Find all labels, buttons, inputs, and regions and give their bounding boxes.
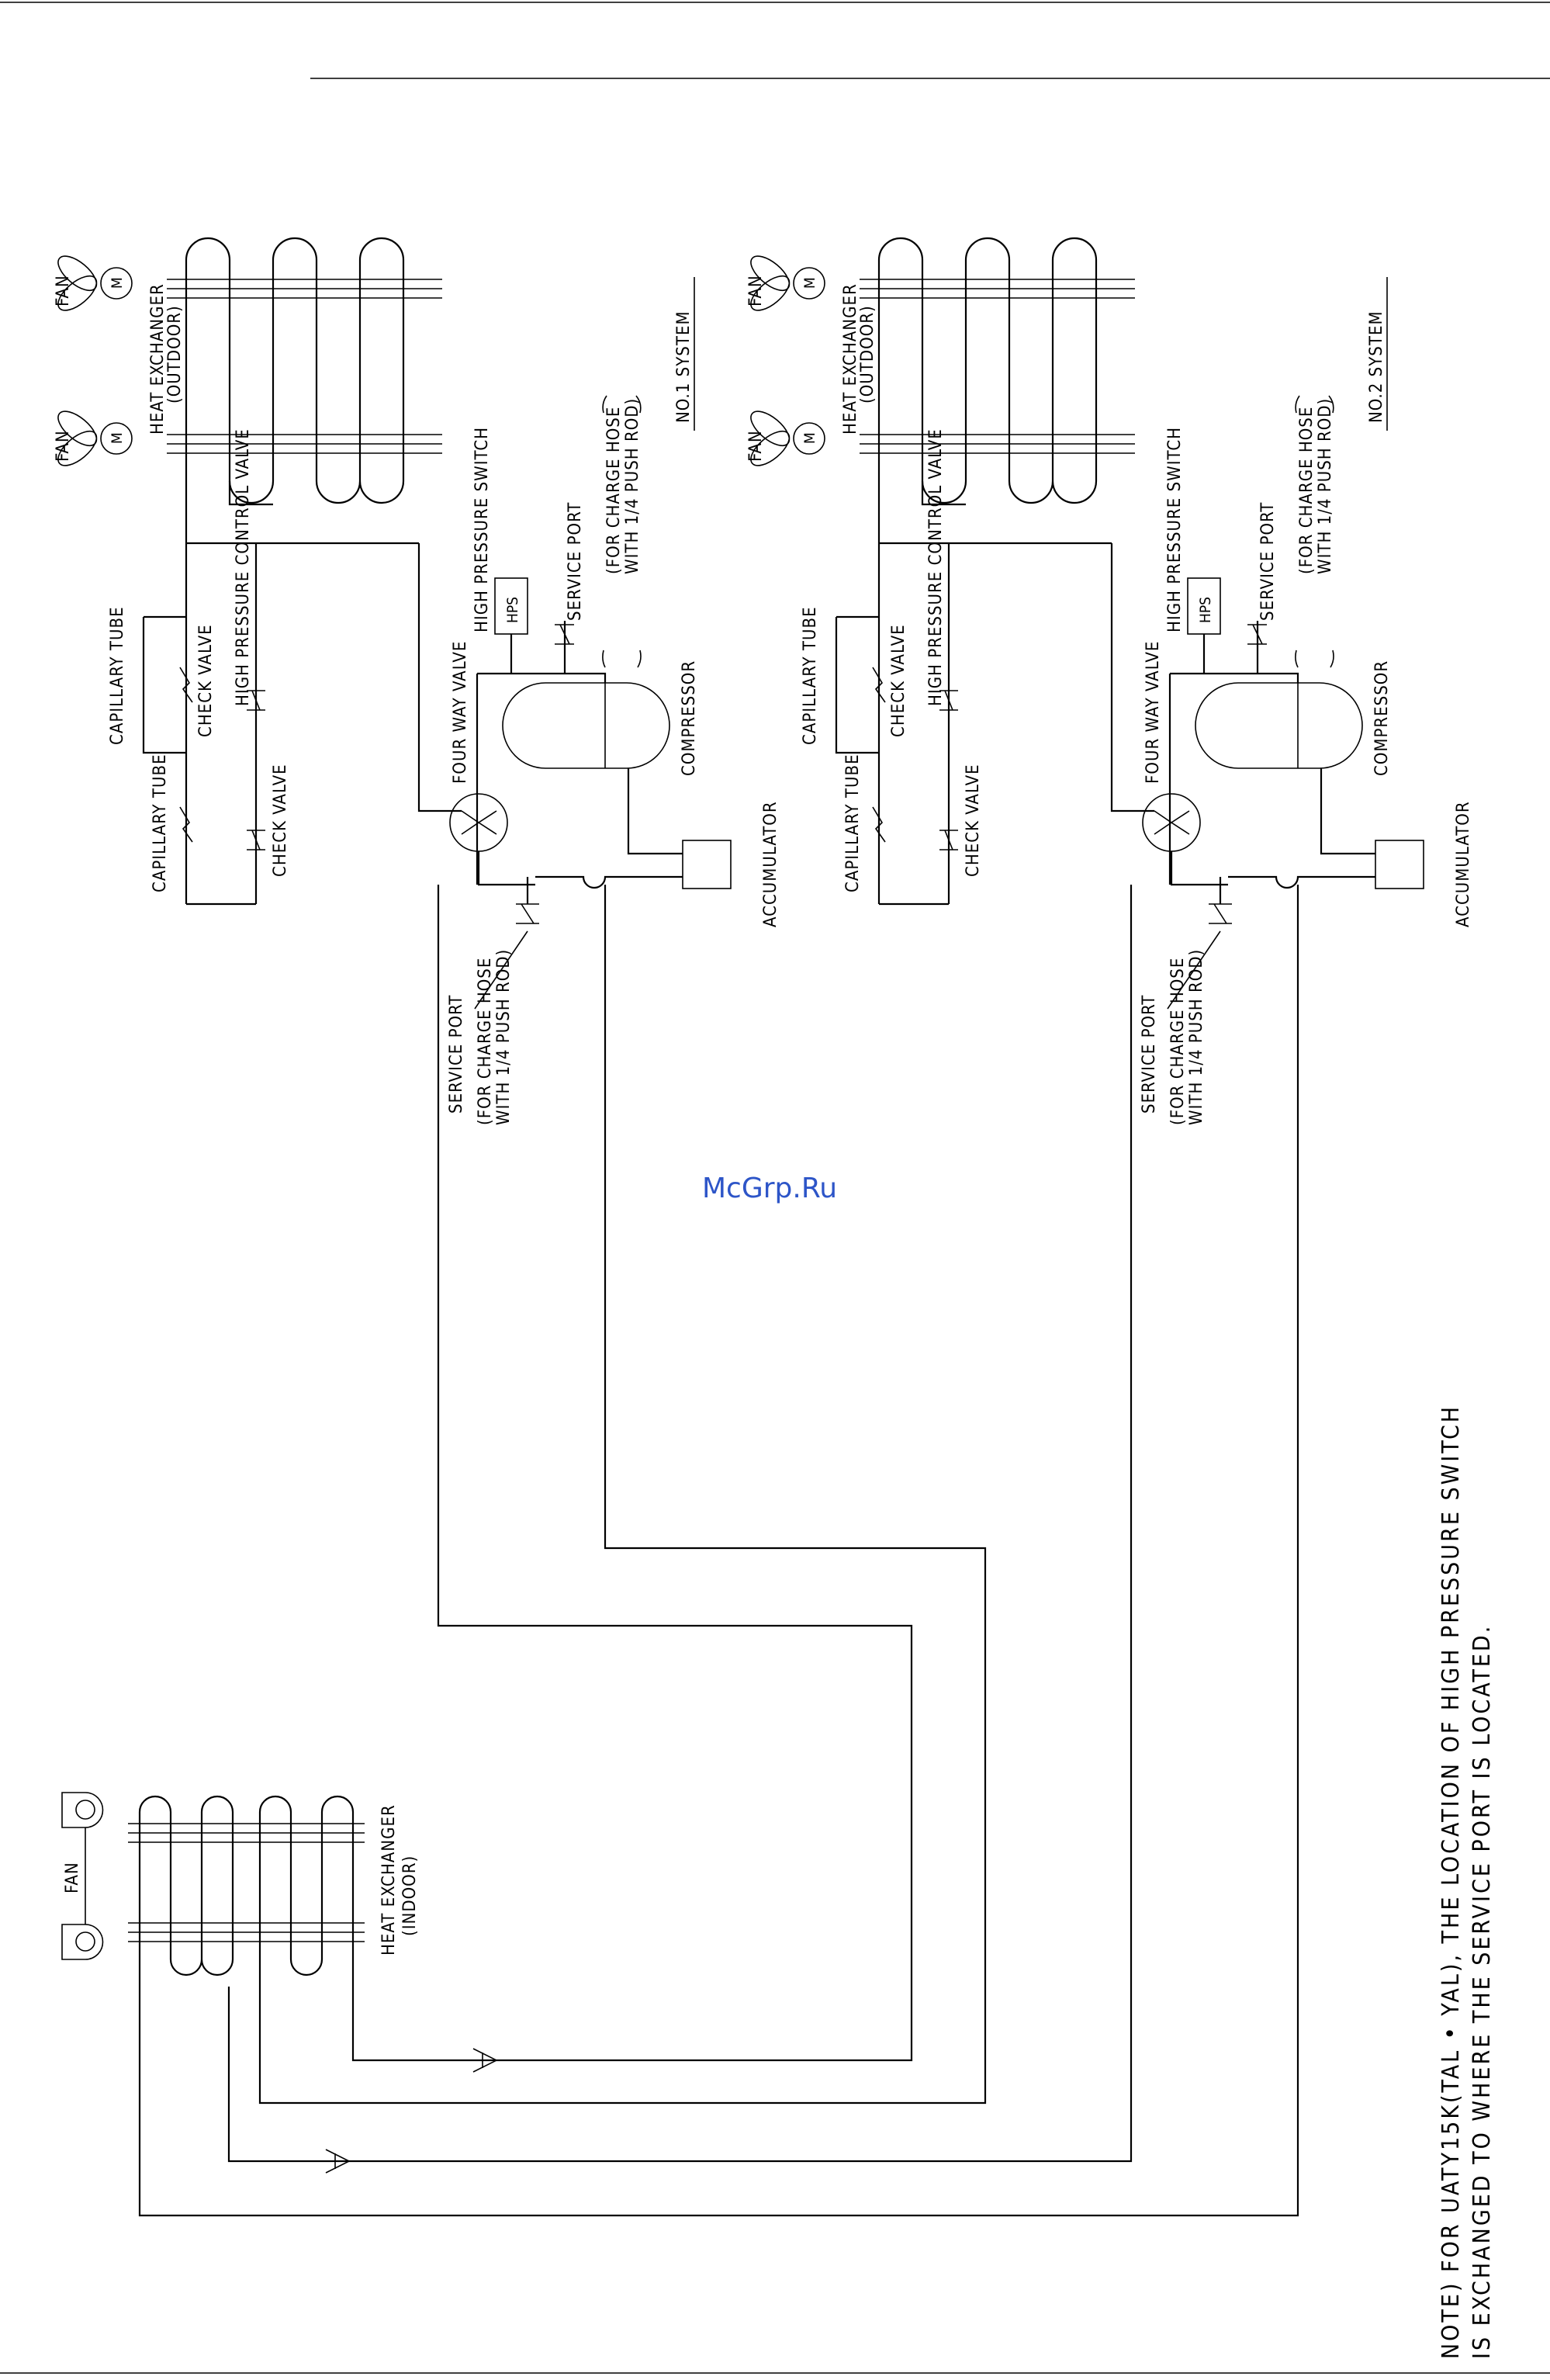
high-pressure-switch-label: HIGH PRESSURE SWITCH [1165, 427, 1185, 632]
check-valve-label: CHECK VALVE [889, 624, 908, 737]
compressor [502, 682, 670, 769]
motor-label: M [109, 432, 126, 444]
motor-label: M [801, 432, 818, 444]
check-valve-label: CHECK VALVE [196, 624, 216, 737]
accumulator [1375, 840, 1424, 889]
heat-exchanger-label: HEAT EXCHANGER [148, 283, 168, 435]
charge-hose-label: (FOR CHARGE HOSE [476, 958, 495, 1125]
fan-label: FAN [63, 1862, 82, 1893]
check-valve-label: CHECK VALVE [271, 764, 290, 877]
interconnect-pipes [138, 885, 1299, 2217]
heat-exchanger-label: HEAT EXCHANGER [841, 283, 860, 435]
system-heading: NO.1 SYSTEM [674, 310, 694, 423]
watermark: McGrp.Ru [702, 1173, 837, 1204]
motor-label: M [801, 277, 818, 289]
motor-icon [100, 422, 133, 455]
check-valve-label: CHECK VALVE [964, 764, 983, 877]
service-port-label: SERVICE PORT [1140, 995, 1159, 1114]
motor-icon [100, 267, 133, 300]
indoor-heat-exchanger [128, 1795, 365, 1987]
accumulator [682, 840, 732, 889]
outdoor-heat-exchanger [167, 237, 442, 904]
note-line-2: IS EXCHANGED TO WHERE THE SERVICE PORT I… [1469, 1624, 1496, 2359]
hps-label: HPS [1197, 597, 1214, 623]
heat-exchanger-sub-label: (OUTDOOR) [858, 305, 877, 404]
service-port-label: SERVICE PORT [447, 995, 466, 1114]
note-line-1: NOTE) FOR UATY15K(TAL • YAL), THE LOCATI… [1438, 1405, 1465, 2359]
fan-label: FAN [54, 430, 73, 462]
charge-hose-label: (FOR CHARGE HOSE [604, 407, 624, 574]
compressor [1195, 682, 1363, 769]
high-pressure-control-valve-label: HIGH PRESSURE CONTROL VALVE [926, 428, 946, 706]
charge-hose-label: WITH 1/4 PUSH ROD) [623, 398, 642, 574]
compressor-label: COMPRESSOR [1372, 660, 1392, 776]
compressor-label: COMPRESSOR [680, 660, 699, 776]
hps-label: HPS [504, 597, 521, 623]
fan-icon [61, 1924, 104, 1960]
heat-exchanger-label: HEAT EXCHANGER [379, 1804, 399, 1956]
indoor-unit: FAN HEAT EXCHANGER (INDOOR) [61, 1792, 420, 1987]
motor-icon [793, 267, 825, 300]
charge-hose-label: (FOR CHARGE HOSE [1297, 407, 1316, 574]
accumulator-label: ACCUMULATOR [761, 801, 780, 927]
service-port-label: SERVICE PORT [1258, 502, 1278, 621]
capillary-tube-label: CAPILLARY TUBE [108, 606, 127, 745]
high-pressure-control-valve-label: HIGH PRESSURE CONTROL VALVE [234, 428, 253, 706]
four-way-valve-label: FOUR WAY VALVE [451, 641, 470, 784]
service-port-label: SERVICE PORT [566, 502, 585, 621]
charge-hose-label: WITH 1/4 PUSH ROD) [1187, 949, 1206, 1125]
system-heading: NO.2 SYSTEM [1367, 310, 1386, 423]
charge-hose-label: WITH 1/4 PUSH ROD) [1316, 398, 1335, 574]
system-1: M M FAN FAN HEAT EXCHANGER (OUTDOOR) NO.… [54, 237, 780, 1125]
capillary-tube-label: CAPILLARY TUBE [801, 606, 820, 745]
fan-icon [750, 411, 825, 466]
charge-hose-label: (FOR CHARGE HOSE [1168, 958, 1188, 1125]
fan-icon [57, 411, 133, 466]
fan-label: FAN [746, 275, 766, 307]
capillary-tube-label: CAPILLARY TUBE [843, 753, 863, 892]
fan-icon [61, 1792, 104, 1828]
fan-label: FAN [54, 275, 73, 307]
high-pressure-switch-label: HIGH PRESSURE SWITCH [472, 427, 492, 632]
outdoor-heat-exchanger [860, 237, 1135, 904]
fan-label: FAN [746, 430, 766, 462]
system-2: M M FAN FAN HEAT EXCHANGER (OUTDOOR) NO.… [746, 237, 1473, 1125]
motor-label: M [109, 277, 126, 289]
four-way-valve-label: FOUR WAY VALVE [1143, 641, 1163, 784]
fan-icon [750, 255, 825, 311]
heat-exchanger-sub-label: (OUTDOOR) [165, 305, 185, 404]
capillary-tube-label: CAPILLARY TUBE [151, 753, 170, 892]
fan-icon [57, 255, 133, 311]
motor-icon [793, 422, 825, 455]
heat-exchanger-sub-label: (INDOOR) [400, 1855, 420, 1936]
accumulator-label: ACCUMULATOR [1454, 801, 1473, 927]
charge-hose-label: WITH 1/4 PUSH ROD) [494, 949, 514, 1125]
